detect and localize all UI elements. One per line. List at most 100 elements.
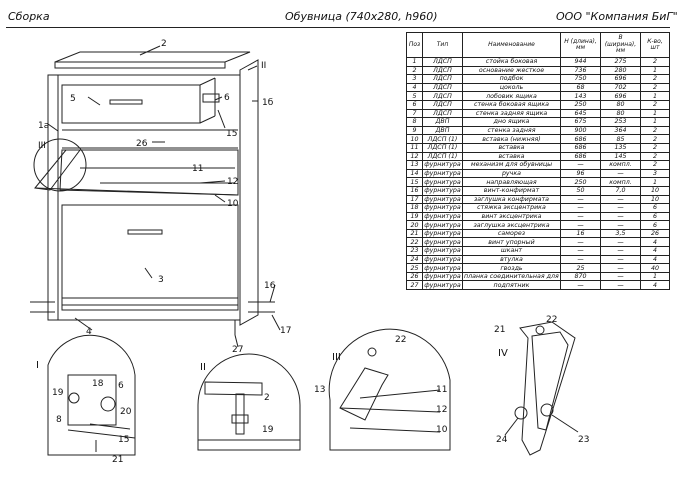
table-cell: — — [560, 220, 601, 230]
table-cell: 702 — [600, 82, 641, 93]
table-cell: — — [600, 246, 641, 256]
parts-table-column-header: К-во, шт — [640, 32, 670, 58]
table-cell: фурнитура — [422, 246, 463, 256]
table-cell: ЛДСП (1) — [422, 142, 463, 153]
table-cell: — — [560, 160, 601, 170]
table-cell: — — [600, 263, 641, 273]
table-cell: ЛДСП — [422, 65, 463, 76]
detail-iii-callout-10: 10 — [436, 425, 448, 435]
table-cell: 143 — [560, 91, 601, 101]
callout-3: 3 — [158, 275, 164, 285]
detail-marker-iii — [33, 138, 87, 192]
detail-ii-callout-19: 19 — [262, 425, 274, 435]
table-cell: основание жесткое — [462, 65, 561, 76]
callout-1a: 1а — [38, 121, 49, 131]
table-cell: втулка — [462, 254, 561, 265]
table-cell: 145 — [600, 151, 641, 162]
detail-iii-callout-22: 22 — [395, 335, 406, 345]
table-cell: — — [600, 220, 641, 230]
detail-ii-callout-2: 2 — [264, 393, 270, 403]
table-cell: 6 — [640, 203, 670, 213]
table-cell: 1 — [640, 91, 670, 101]
drawer-handle — [109, 99, 143, 105]
table-cell: 5 — [406, 91, 423, 101]
table-cell: вставка — [462, 151, 561, 162]
detail-ii — [197, 353, 301, 451]
table-cell: 3 — [640, 168, 670, 179]
table-cell: фурнитура — [422, 228, 463, 239]
parts-table-column-header: H (длина), мм — [560, 32, 601, 58]
table-cell: 27 — [406, 280, 423, 291]
detail-iv-callout-23: 23 — [578, 435, 589, 445]
flap-mechanism-13 — [339, 367, 389, 421]
table-cell: — — [560, 254, 601, 265]
table-cell: — — [560, 203, 601, 213]
table-cell: 11 — [406, 142, 423, 153]
table-cell: 16 — [560, 228, 601, 239]
table-cell: 1 — [640, 177, 670, 187]
table-cell: 6 — [406, 99, 423, 110]
table-cell: 14 — [406, 168, 423, 179]
flap-upper-side — [34, 149, 81, 191]
table-cell: подбок — [462, 74, 561, 84]
table-cell: 12 — [406, 151, 423, 162]
table-cell: 253 — [600, 117, 641, 127]
detail-iii-callout-13: 13 — [314, 385, 325, 395]
table-cell: 17 — [406, 194, 423, 205]
table-cell: саморез — [462, 228, 561, 239]
screw-19-head — [231, 414, 249, 424]
table-cell: 1 — [640, 108, 670, 119]
table-cell: ЛДСП — [422, 99, 463, 110]
table-cell: 645 — [560, 108, 601, 119]
table-cell: 1 — [406, 57, 423, 67]
detail-i-panel — [67, 374, 117, 426]
table-cell: 80 — [600, 99, 641, 110]
table-cell: — — [600, 168, 641, 179]
table-cell: ЛДСП (1) — [422, 134, 463, 144]
flap-handle — [127, 229, 163, 235]
table-cell: ЛДСП — [422, 91, 463, 101]
drawer-front — [61, 84, 201, 124]
shoe-flap-upper — [59, 149, 239, 196]
table-cell: 750 — [560, 74, 601, 84]
table-cell: 275 — [600, 57, 641, 67]
product-title: Обувница (740x280, h960) — [285, 10, 438, 23]
table-cell: ЛДСП — [422, 74, 463, 84]
table-cell: 24 — [406, 254, 423, 265]
table-cell: 3 — [406, 74, 423, 84]
table-cell: 85 — [600, 134, 641, 144]
table-cell: 2 — [640, 142, 670, 153]
table-cell: стойка боковая — [462, 57, 561, 67]
table-cell: компл. — [600, 177, 641, 187]
table-cell: 696 — [600, 74, 641, 84]
table-cell: фурнитура — [422, 263, 463, 273]
detail-iv-callout-21: 21 — [494, 325, 505, 335]
table-cell: 736 — [560, 65, 601, 76]
table-cell: ДВП — [422, 125, 463, 136]
table-cell: фурнитура — [422, 168, 463, 179]
detail-i-callout-19: 19 — [52, 388, 64, 398]
table-cell: фурнитура — [422, 271, 463, 282]
detail-iii-frame — [328, 328, 451, 451]
table-cell: — — [600, 211, 641, 222]
table-cell: стяжка эксцентрика — [462, 203, 561, 213]
detail-iv — [504, 321, 579, 456]
table-cell: 2 — [640, 74, 670, 84]
parts-table-column-header: Тип — [422, 32, 463, 58]
table-cell: 7,0 — [600, 185, 641, 196]
table-cell: цоколь — [462, 82, 561, 93]
